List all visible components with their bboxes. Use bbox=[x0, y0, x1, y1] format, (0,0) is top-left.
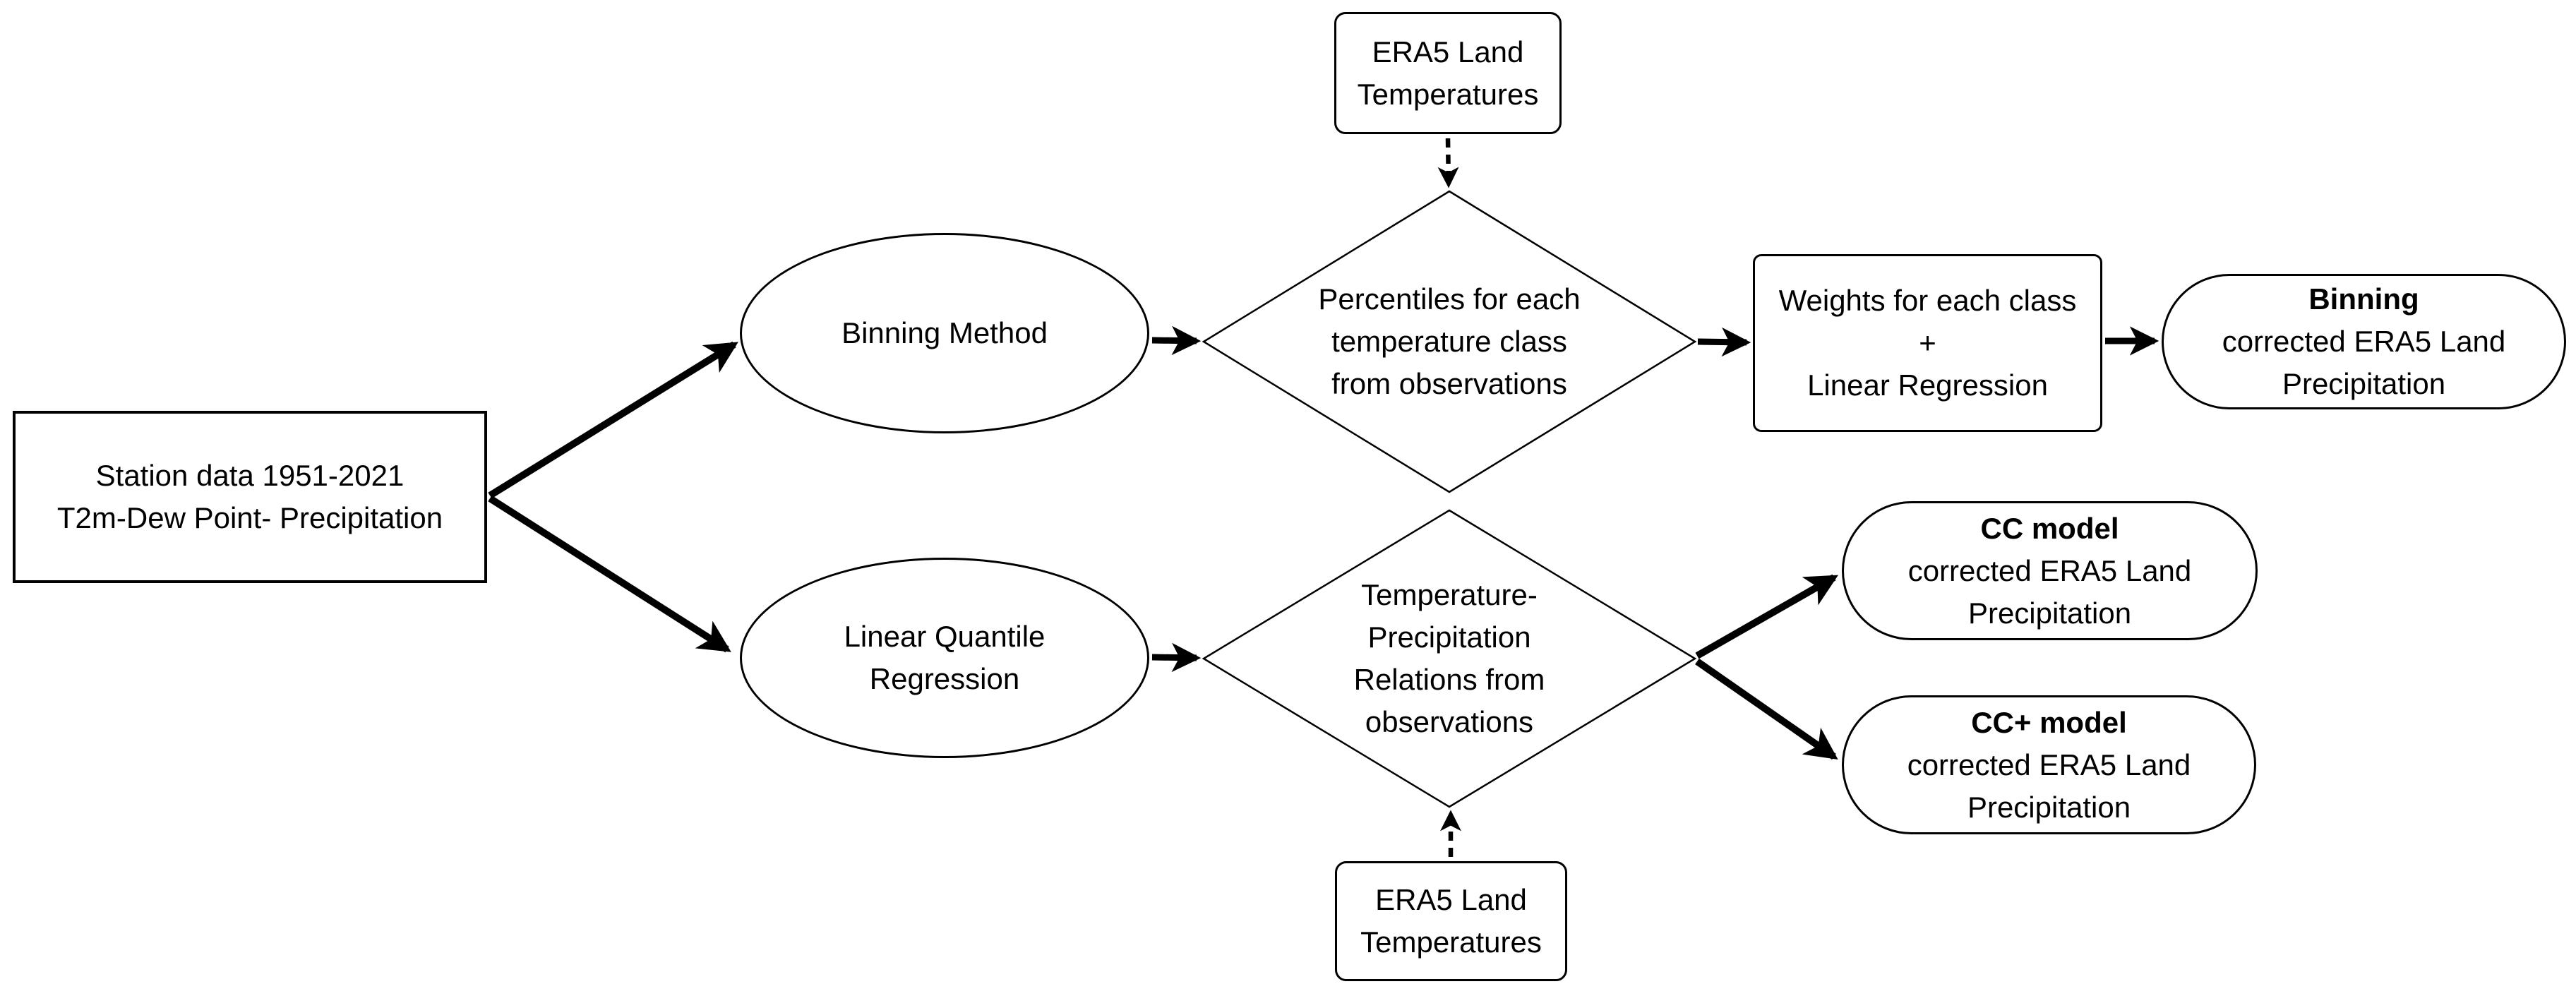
node-label-line: corrected ERA5 Land bbox=[1907, 553, 2192, 587]
arrow-temp-precip-to-cc-model bbox=[1695, 574, 1838, 659]
node-label-line: ERA5 Land bbox=[1372, 35, 1524, 68]
node-title-line: Binning bbox=[2308, 282, 2419, 316]
cc-model-pill: CC model corrected ERA5 Land Precipitati… bbox=[1842, 501, 2258, 640]
era5-top-box: ERA5 Land Temperatures bbox=[1334, 12, 1562, 134]
node-label-line: Weights for each class bbox=[1778, 284, 2077, 317]
node-label-line: Linear Regression bbox=[1807, 368, 2048, 402]
station-data-box: Station data 1951-2021 T2m-Dew Point- Pr… bbox=[13, 411, 487, 583]
linear-quantile-ellipse: Linear Quantile Regression bbox=[740, 558, 1149, 758]
node-label-line: Relations from bbox=[1353, 663, 1545, 696]
percentiles-diamond-label: Percentiles for each temperature class f… bbox=[1238, 278, 1661, 405]
node-label-line: Temperatures bbox=[1360, 925, 1542, 959]
node-label-line: ERA5 Land bbox=[1375, 883, 1527, 916]
arrow-binning-method-to-percentiles bbox=[1151, 325, 1202, 356]
arrow-temp-precip-to-cc-plus-model bbox=[1695, 658, 1838, 760]
node-label-line: Binning Method bbox=[841, 316, 1048, 349]
node-label-line: Precipitation bbox=[2282, 367, 2446, 400]
temp-precip-diamond-shape bbox=[1202, 509, 1697, 808]
era5-bottom-box: ERA5 Land Temperatures bbox=[1335, 861, 1567, 981]
node-label-line: Temperature- bbox=[1361, 578, 1538, 611]
arrow-station-to-linear-quantile bbox=[488, 495, 731, 653]
node-label-line: observations bbox=[1365, 705, 1534, 738]
weights-box: Weights for each class + Linear Regressi… bbox=[1753, 254, 2102, 432]
node-label-line: temperature class bbox=[1331, 325, 1567, 358]
node-label-line: Temperatures bbox=[1357, 77, 1539, 111]
node-label-line: corrected ERA5 Land bbox=[2222, 325, 2506, 358]
node-label-line: Linear Quantile bbox=[844, 620, 1046, 653]
node-label-line: Precipitation bbox=[1967, 790, 2131, 824]
node-label-line: Precipitation bbox=[1967, 596, 2132, 630]
percentiles-diamond-shape bbox=[1202, 190, 1697, 493]
node-label-line: T2m-Dew Point- Precipitation bbox=[56, 501, 443, 534]
dashed-arrow-era5-top-to-percentiles bbox=[1437, 138, 1459, 188]
node-label-line: Regression bbox=[869, 662, 1020, 695]
node-label-line: Station data 1951-2021 bbox=[95, 459, 405, 492]
node-label-line: Percentiles for each bbox=[1318, 282, 1581, 316]
node-label-line: corrected ERA5 Land bbox=[1907, 748, 2191, 781]
node-title-line: CC model bbox=[1980, 511, 2119, 545]
cc-plus-model-pill: CC+ model corrected ERA5 Land Precipitat… bbox=[1842, 695, 2256, 834]
temp-precip-diamond-label: Temperature- Precipitation Relations fro… bbox=[1238, 574, 1661, 743]
node-label-line: from observations bbox=[1331, 367, 1567, 400]
node-label-line: + bbox=[1919, 326, 1936, 359]
node-label-line: Precipitation bbox=[1367, 620, 1531, 654]
arrow-linear-quantile-to-temp-precip bbox=[1151, 642, 1202, 673]
node-title-line: CC+ model bbox=[1971, 705, 2127, 739]
binning-result-pill: Binning corrected ERA5 Land Precipitatio… bbox=[2162, 274, 2566, 409]
arrow-station-to-binning-method bbox=[488, 341, 738, 499]
binning-method-ellipse: Binning Method bbox=[740, 233, 1149, 433]
